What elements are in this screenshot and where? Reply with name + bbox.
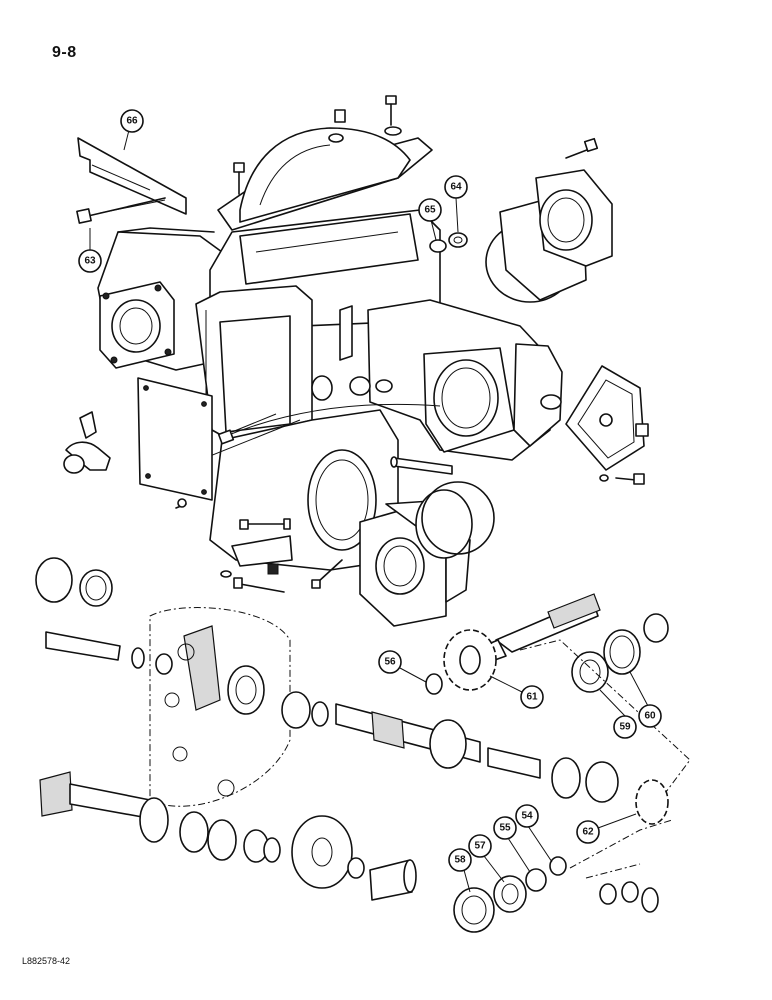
main-housing — [97, 209, 563, 571]
lower-flange-cover — [359, 481, 495, 627]
callout-62: 62 — [576, 820, 600, 844]
long-bolt — [76, 197, 166, 224]
callout-65-label: 65 — [424, 205, 436, 216]
callout-66-label: 66 — [126, 116, 138, 127]
callout-64: 64 — [444, 175, 468, 199]
shim-plate — [77, 137, 187, 215]
callout-56-label: 56 — [384, 657, 396, 668]
callout-62-label: 62 — [582, 827, 594, 838]
callout-57-label: 57 — [474, 841, 486, 852]
callout-54: 54 — [515, 804, 539, 828]
callout-58-label: 58 — [454, 855, 466, 866]
callout-55-label: 55 — [499, 823, 511, 834]
callout-54-label: 54 — [521, 811, 533, 822]
callout-60: 60 — [638, 704, 662, 728]
lower-right-parts — [453, 819, 673, 933]
figure-id: L882578-42 — [22, 956, 71, 966]
callout-64-label: 64 — [450, 182, 462, 193]
callout-55: 55 — [493, 816, 517, 840]
callout-65: 65 — [418, 198, 442, 222]
callout-61: 61 — [520, 685, 544, 709]
callout-60-label: 60 — [644, 711, 656, 722]
shift-fork — [63, 411, 111, 474]
right-side-cover — [565, 365, 649, 485]
left-cover-plate — [137, 377, 213, 501]
upper-right-cap — [485, 137, 613, 303]
housing-lower-bolts — [220, 518, 343, 593]
callout-63-label: 63 — [84, 256, 96, 267]
lower-left-shaft — [39, 771, 417, 901]
callout-61-label: 61 — [526, 692, 538, 703]
callout-56: 56 — [378, 650, 402, 674]
main-shaft — [35, 557, 691, 825]
top-cover — [217, 127, 433, 231]
callout-57: 57 — [468, 834, 492, 858]
callout-59: 59 — [613, 715, 637, 739]
housing-pin — [390, 456, 453, 475]
callout-59-label: 59 — [619, 722, 631, 733]
small-screws — [175, 413, 277, 509]
top-bolts — [233, 95, 402, 195]
page-number: 9-8 — [52, 44, 77, 61]
callout-58: 58 — [448, 848, 472, 872]
right-shaft-assembly — [425, 593, 669, 695]
callout-63: 63 — [78, 249, 102, 273]
callout-66: 66 — [120, 109, 144, 133]
callout-leaders — [89, 129, 649, 893]
washer-and-nut — [429, 232, 468, 253]
